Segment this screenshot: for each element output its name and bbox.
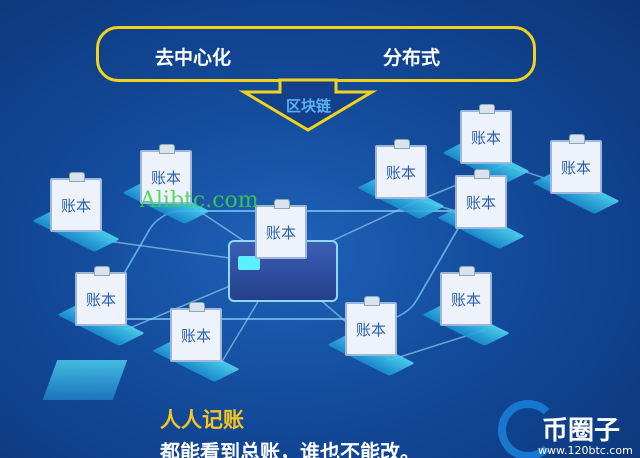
ledger-label: 账本 [85,291,116,309]
ledger-label: 账本 [385,164,416,182]
watermark: Alibtc.com [140,188,259,213]
ledger-node: 账本 [255,199,307,259]
down-arrow-icon [238,78,378,132]
ledger-node: 账本 [57,266,145,346]
ledger-label: 账本 [470,129,501,147]
distributed-label: 分布式 [383,47,441,69]
blockchain-label: 区块链 [286,97,332,115]
logo-swirl-icon [498,400,558,458]
ledger-label: 账本 [450,291,481,309]
ledger-label: 账本 [355,321,386,339]
ledger-node: 账本 [122,144,210,224]
ledger-label: 账本 [560,159,591,177]
ledger-node: 账本 [152,302,240,382]
ledger-node: 账本 [532,134,620,214]
ledger-label: 账本 [150,169,181,187]
ledger-node: 账本 [32,172,120,252]
person-desk-illustration [42,360,128,400]
ledger-node: 账本 [327,296,415,376]
concept-banner: 去中心化 分布式 [96,26,536,82]
ledger-label: 账本 [465,194,496,212]
ledger-label: 账本 [60,197,91,215]
ledger-node: 账本 [437,169,525,249]
caption-subtitle: 都能看到总账，谁也不能改。 [160,440,420,458]
ledger-node: 账本 [422,266,510,346]
ledger-label: 账本 [180,327,211,345]
decentralized-label: 去中心化 [155,47,232,69]
ledger-label: 账本 [265,224,296,242]
ledger-node: 账本 [442,104,530,184]
caption-title: 人人记账 [160,408,244,432]
site-logo: 币圈子 [542,416,621,446]
ledger-node: 账本 [357,139,445,219]
site-url: www.120btc.com [538,444,633,457]
